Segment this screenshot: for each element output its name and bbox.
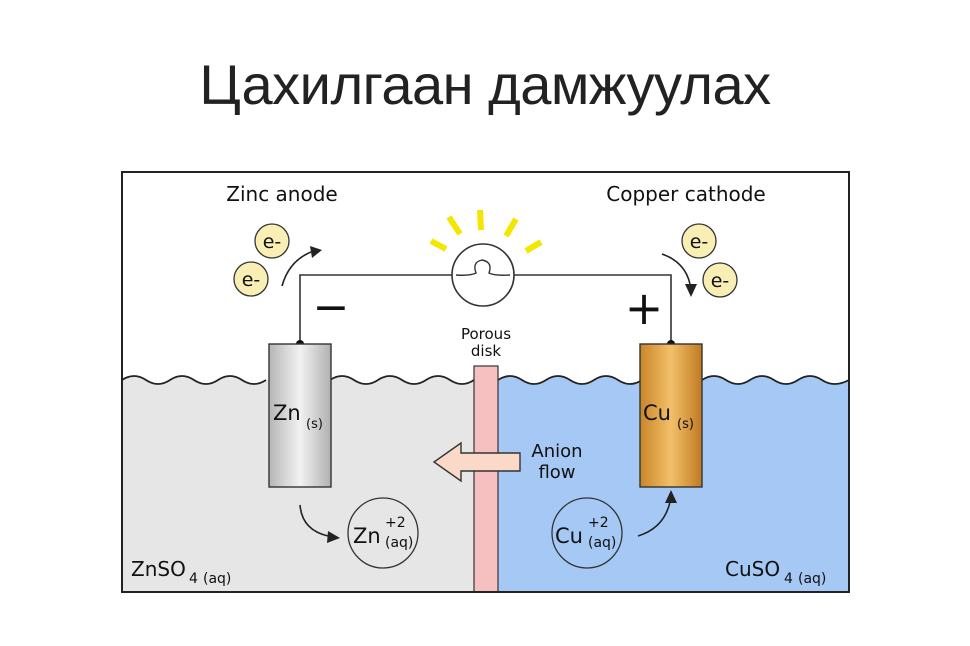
zinc-anode-label: Zinc anode [226,182,337,206]
zn-ion-label: Zn [353,524,381,548]
znso4-subscript: 4 [189,571,198,587]
cell-border [121,171,850,593]
external-wire [299,274,672,344]
cuso4-label: CuSO [725,557,780,581]
znso4-state: (aq) [203,571,231,587]
electron-label: e- [711,270,730,292]
anion-flow-arrow [432,441,521,483]
electron-label: e- [690,231,709,253]
zn-ion-circle [347,497,419,569]
zn-ion-charge: +2 [385,515,406,531]
electron-cathode-upper: e- [681,223,717,259]
electron-label: e- [242,269,261,291]
zn-ion-state: (aq) [385,535,413,551]
page-title: Цахилгаан дамжуулах [199,53,771,116]
copper-cathode-label: Copper cathode [606,182,765,206]
cuso4-surface [497,375,850,385]
anion-label-line1: Anion [531,441,582,462]
cu-solid-state: (s) [677,417,694,432]
copper-electrode [639,343,703,488]
minus-sign: − [313,282,350,333]
electron-anode-upper: e- [254,223,290,259]
zn-dissolve-arrow [299,504,340,543]
cu-ion-state: (aq) [588,535,616,551]
zn-electrode-label: Zn [273,401,301,425]
anode-electron-arrow [281,246,322,287]
porous-label-line2: disk [471,342,502,360]
znso4-surface [121,375,475,385]
cuso4-subscript: 4 [784,571,793,587]
porous-disk [473,365,499,593]
cu-deposit-arrow [637,490,677,537]
zn-solid-state: (s) [306,417,323,432]
zinc-electrode [268,343,332,488]
light-bulb-icon [429,209,543,307]
cathode-electron-arrow [661,253,697,297]
cu-ion-circle [551,497,623,569]
cu-ion-label: Cu [555,524,583,548]
cu-electrode-label: Cu [643,401,671,425]
anion-label-line2: flow [538,462,575,483]
electron-anode-lower: e- [233,261,269,297]
znso4-label: ZnSO [131,557,186,581]
cuso4-state: (aq) [798,571,826,587]
electron-label: e- [263,231,282,253]
plus-sign: + [625,281,664,335]
electron-cathode-lower: e- [702,262,738,298]
porous-label-line1: Porous [461,325,511,343]
cu-ion-charge: +2 [588,515,609,531]
